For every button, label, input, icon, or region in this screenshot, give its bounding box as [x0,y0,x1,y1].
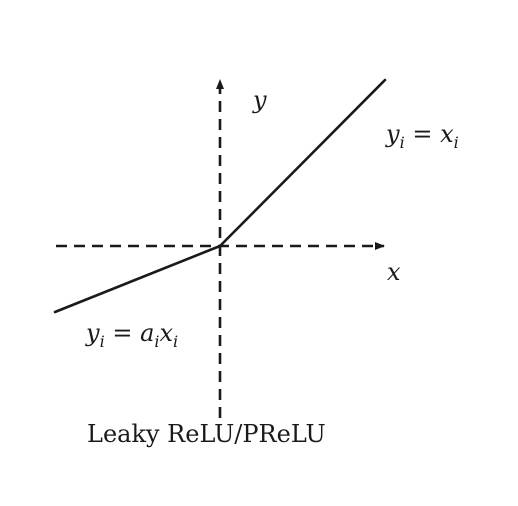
negative-branch-line [53,244,222,314]
positive-branch-formula: yi = xi [385,120,459,152]
diagram-caption: Leaky ReLU/PReLU [87,420,326,448]
y-axis-label: y [252,86,267,114]
negative-branch-formula: yi = aixi [85,319,178,351]
x-axis-label: x [387,258,401,286]
positive-branch-line [218,78,387,248]
